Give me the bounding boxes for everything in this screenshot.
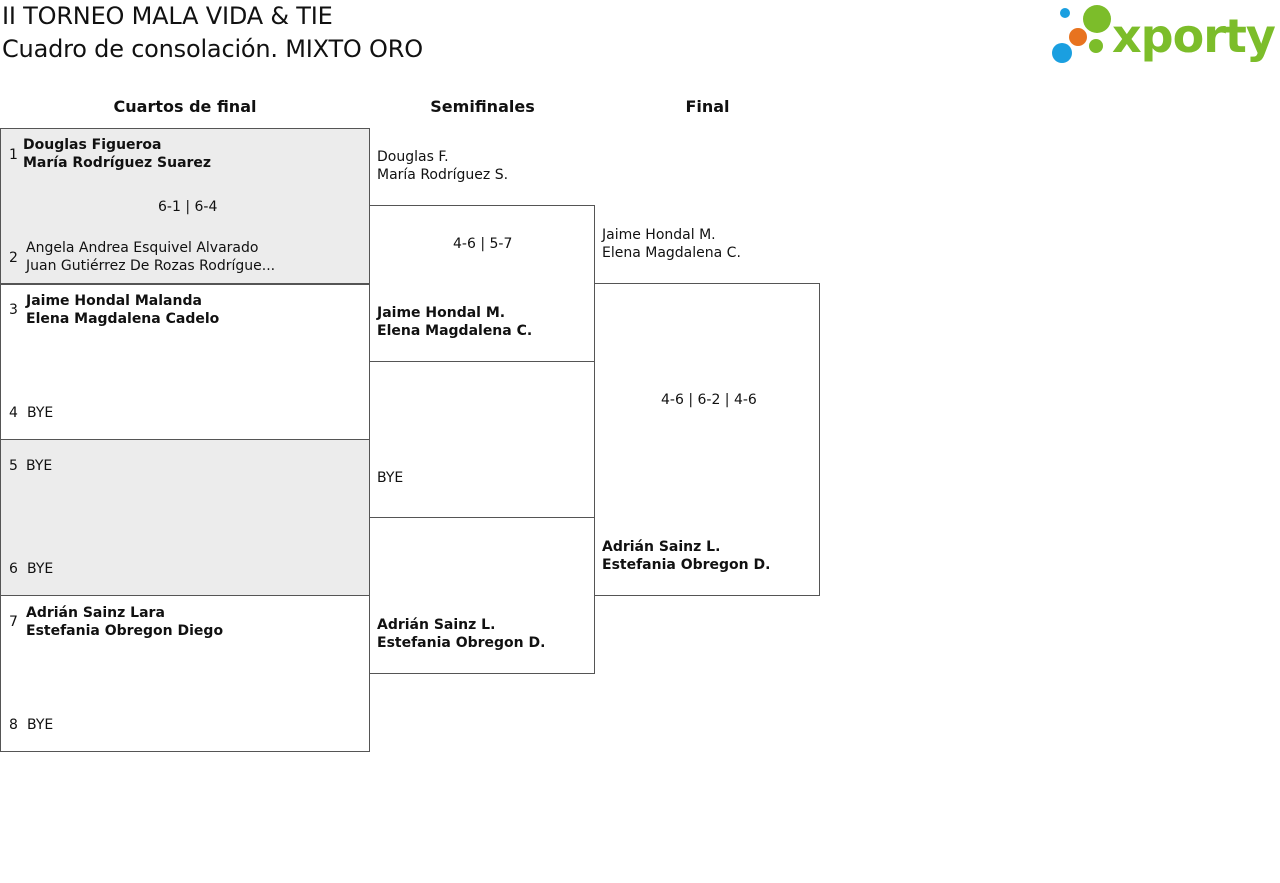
seed-number: 4 [9,405,18,421]
team-3[interactable]: Jaime Hondal Malanda Elena Magdalena Cad… [26,292,219,328]
draw-subtitle: Cuadro de consolación. MIXTO ORO [2,35,423,63]
quarterfinal-match-2[interactable]: 3 Jaime Hondal Malanda Elena Magdalena C… [0,283,370,440]
seed-number: 8 [9,717,18,733]
final-team-bottom[interactable]: Adrián Sainz L. Estefania Obregon D. [602,538,770,574]
round-title-quarterfinals: Cuartos de final [113,97,257,116]
semifinal-2-team-top[interactable]: BYE [377,469,403,487]
player-name: María Rodríguez S. [377,167,509,183]
player-name: Adrián Sainz L. [377,617,496,633]
player-name: Adrián Sainz Lara [26,605,165,621]
round-title-semifinals: Semifinales [430,97,535,116]
player-name: Angela Andrea Esquivel Alvarado [26,240,259,256]
player-name: BYE [26,458,53,474]
seed-number: 5 [9,458,18,474]
logo-dot-small-green [1089,39,1103,53]
team-1[interactable]: Douglas Figueroa María Rodríguez Suarez [23,136,211,172]
player-name: Juan Gutiérrez De Rozas Rodrígue... [26,258,276,274]
player-name: BYE [27,405,54,421]
player-name: Estefania Obregon D. [602,557,771,573]
semifinal-1-score: 4-6 | 5-7 [453,236,513,252]
player-name: Douglas Figueroa [23,137,162,153]
player-name: Estefania Obregon D. [377,635,546,651]
seed-number: 7 [9,614,18,630]
player-name: Douglas F. [377,149,449,165]
xporty-logo[interactable]: xporty [1050,4,1276,68]
semifinal-1-team-bottom[interactable]: Jaime Hondal M. Elena Magdalena C. [377,304,532,340]
logo-dot-orange [1069,28,1087,46]
seed-number: 2 [9,250,18,266]
logo-wordmark: xporty [1112,9,1276,63]
quarterfinal-match-4[interactable]: 7 Adrián Sainz Lara Estefania Obregon Di… [0,595,370,752]
player-name: Estefania Obregon Diego [26,623,224,639]
final-connector [594,283,820,596]
quarterfinal-match-1[interactable]: 1 Douglas Figueroa María Rodríguez Suare… [0,128,370,285]
player-name: Adrián Sainz L. [602,539,721,555]
seed-number: 3 [9,302,18,318]
final-score: 4-6 | 6-2 | 4-6 [661,392,757,408]
semifinal-1-team-top[interactable]: Douglas F. María Rodríguez S. [377,148,508,184]
player-name: Elena Magdalena C. [602,245,741,261]
team-6[interactable]: BYE [27,560,53,578]
final-team-top[interactable]: Jaime Hondal M. Elena Magdalena C. [602,226,741,262]
player-name: Jaime Hondal M. [377,305,506,321]
player-name: Elena Magdalena Cadelo [26,311,220,327]
team-4[interactable]: BYE [27,404,53,422]
player-name: Elena Magdalena C. [377,323,533,339]
logo-dot-green [1060,8,1070,18]
round-title-final: Final [685,97,730,116]
team-7[interactable]: Adrián Sainz Lara Estefania Obregon Dieg… [26,604,223,640]
player-name: BYE [27,717,54,733]
seed-number: 1 [9,147,18,163]
player-name: María Rodríguez Suarez [23,155,212,171]
player-name: BYE [377,470,404,486]
logo-dot-blue [1052,43,1072,63]
team-5[interactable]: BYE [26,457,52,475]
match-score: 6-1 | 6-4 [158,199,218,215]
player-name: Jaime Hondal M. [602,227,716,243]
player-name: Jaime Hondal Malanda [26,293,202,309]
seed-number: 6 [9,561,18,577]
team-8[interactable]: BYE [27,716,53,734]
logo-dot-large-green [1083,5,1111,33]
semifinal-2-team-bottom[interactable]: Adrián Sainz L. Estefania Obregon D. [377,616,545,652]
player-name: BYE [27,561,54,577]
tournament-title: II TORNEO MALA VIDA & TIE [2,2,333,30]
quarterfinal-match-3[interactable]: 5 BYE 6 BYE [0,439,370,596]
team-2[interactable]: Angela Andrea Esquivel Alvarado Juan Gut… [26,239,275,275]
